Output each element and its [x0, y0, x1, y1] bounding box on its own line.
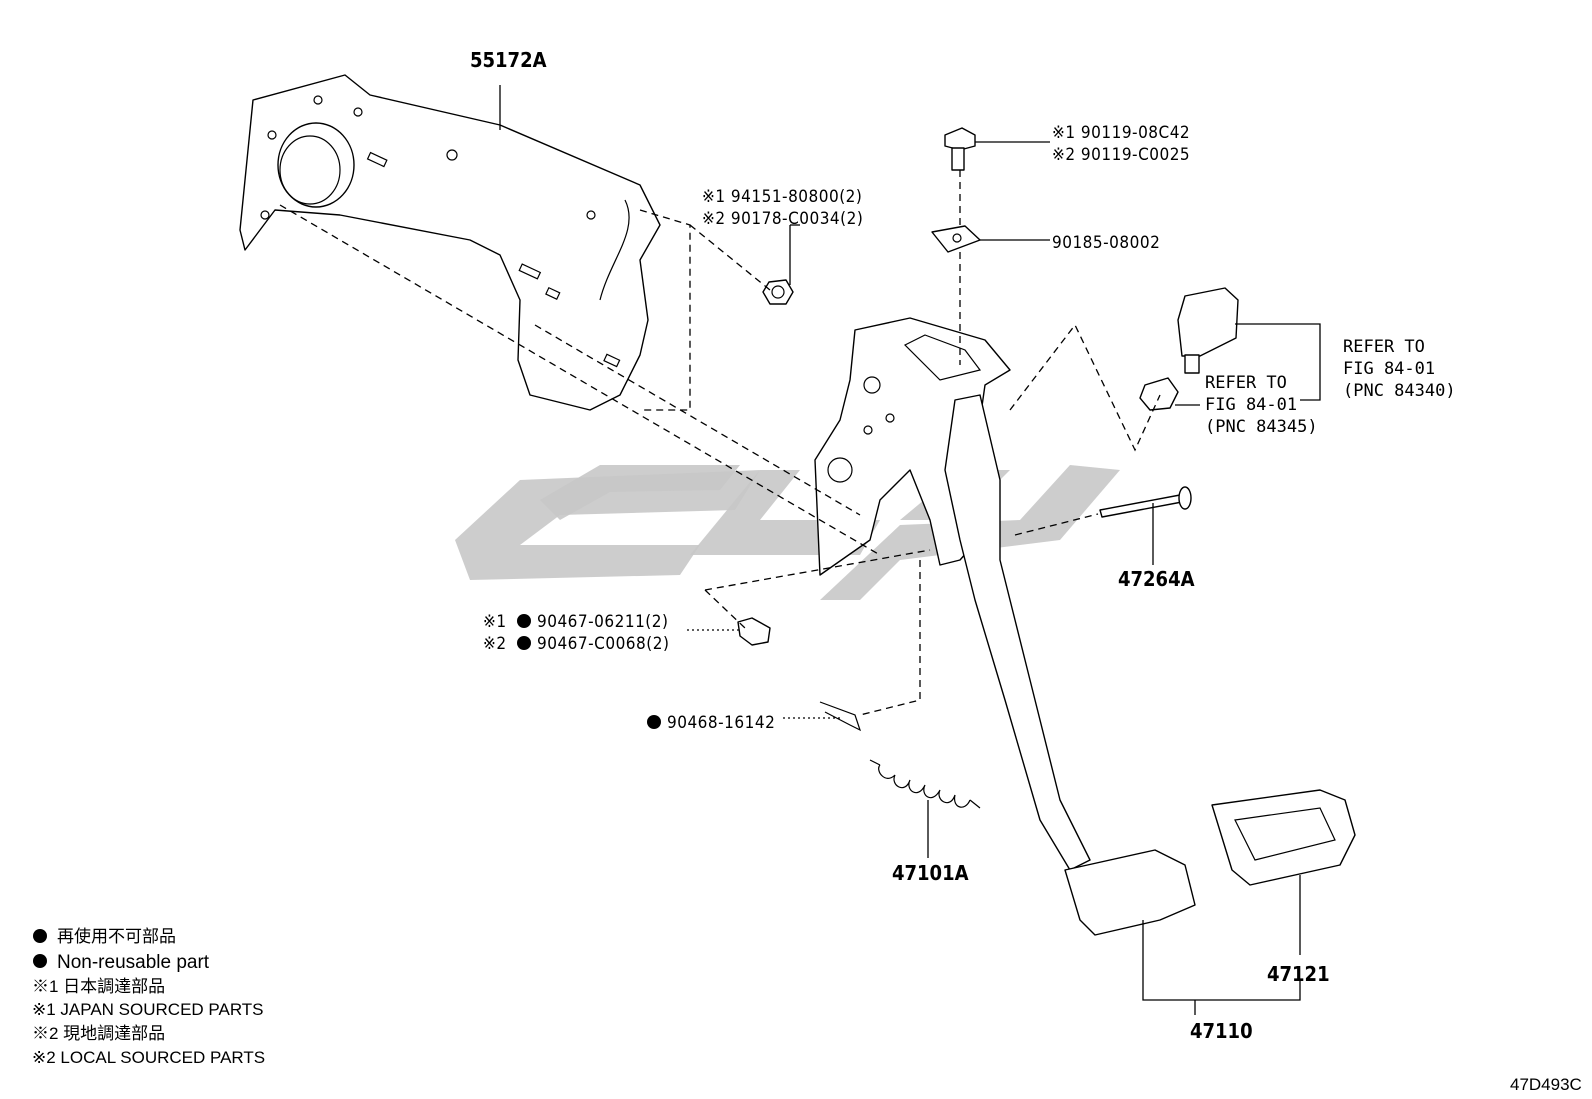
non-reusable-mark-icon — [647, 715, 661, 729]
label-bracket: 55172A — [470, 48, 547, 72]
label-pad: 47121 — [1267, 962, 1330, 986]
nut-plate-part — [931, 225, 981, 253]
refer-switch-note: REFER TO FIG 84-01 (PNC 84340) — [1343, 337, 1456, 401]
stop-switch-part — [1177, 287, 1239, 374]
label-nut-2: ※2 90178-C0034(2) — [702, 209, 863, 229]
pin-part — [1099, 486, 1192, 518]
nut-part — [762, 279, 794, 305]
refer-stopper-line-2: FIG 84-01 — [1205, 395, 1297, 415]
label-nut-1: ※1 94151-80800(2) — [702, 187, 862, 207]
non-reusable-mark-icon — [33, 954, 47, 968]
return-spring-part — [869, 759, 981, 809]
legend-item: ※2 LOCAL SOURCED PARTS — [32, 1048, 265, 1067]
refer-switch-line-1: REFER TO — [1343, 337, 1425, 357]
refer-switch-line-2: FIG 84-01 — [1343, 359, 1435, 379]
connection-lines — [279, 170, 1161, 716]
bushing-part — [737, 617, 771, 646]
legend: 再使用不可部品 Non-reusable part ※1 日本調達部品 ※1 J… — [32, 926, 265, 1067]
bracket-part — [239, 74, 661, 411]
diagram-code: 47D493C — [1510, 1075, 1582, 1094]
label-bolt-2: ※2 90119-C0025 — [1052, 145, 1190, 165]
stopper-part — [1139, 377, 1179, 411]
legend-item: 再使用不可部品 — [57, 926, 176, 946]
non-reusable-mark-icon — [517, 636, 531, 650]
refer-stopper-line-1: REFER TO — [1205, 373, 1287, 393]
legend-item: ※2 現地調達部品 — [32, 1024, 165, 1043]
non-reusable-mark-icon — [33, 929, 47, 943]
label-nut-plate: 90185-08002 — [1052, 233, 1160, 253]
non-reusable-mark-icon — [517, 614, 531, 628]
watermark-logo — [455, 465, 1120, 600]
leader-lines — [499, 85, 1321, 1015]
label-bush-1-prefix: ※1 — [483, 612, 507, 632]
pedal-arm-part — [944, 394, 1196, 936]
label-bush-2: 90467-C0068(2) — [537, 634, 669, 654]
legend-item: ※1 日本調達部品 — [32, 977, 165, 996]
label-bush-1: 90467-06211(2) — [537, 612, 668, 632]
label-spring: 47101A — [892, 861, 969, 885]
refer-stopper-note: REFER TO FIG 84-01 (PNC 84345) — [1205, 373, 1318, 437]
bolt-part — [944, 127, 976, 171]
label-bolt-1: ※1 90119-08C42 — [1052, 123, 1190, 143]
label-bush-2-prefix: ※2 — [483, 634, 507, 654]
label-pin: 47264A — [1118, 567, 1195, 591]
clip-part — [819, 701, 862, 732]
legend-item: ※1 JAPAN SOURCED PARTS — [32, 1000, 264, 1019]
refer-stopper-line-3: (PNC 84345) — [1205, 417, 1318, 437]
legend-item: Non-reusable part — [57, 952, 210, 973]
refer-switch-line-3: (PNC 84340) — [1343, 381, 1456, 401]
label-pedal: 47110 — [1190, 1019, 1253, 1043]
label-clip: 90468-16142 — [667, 713, 775, 733]
pedal-pad-part — [1211, 789, 1356, 886]
